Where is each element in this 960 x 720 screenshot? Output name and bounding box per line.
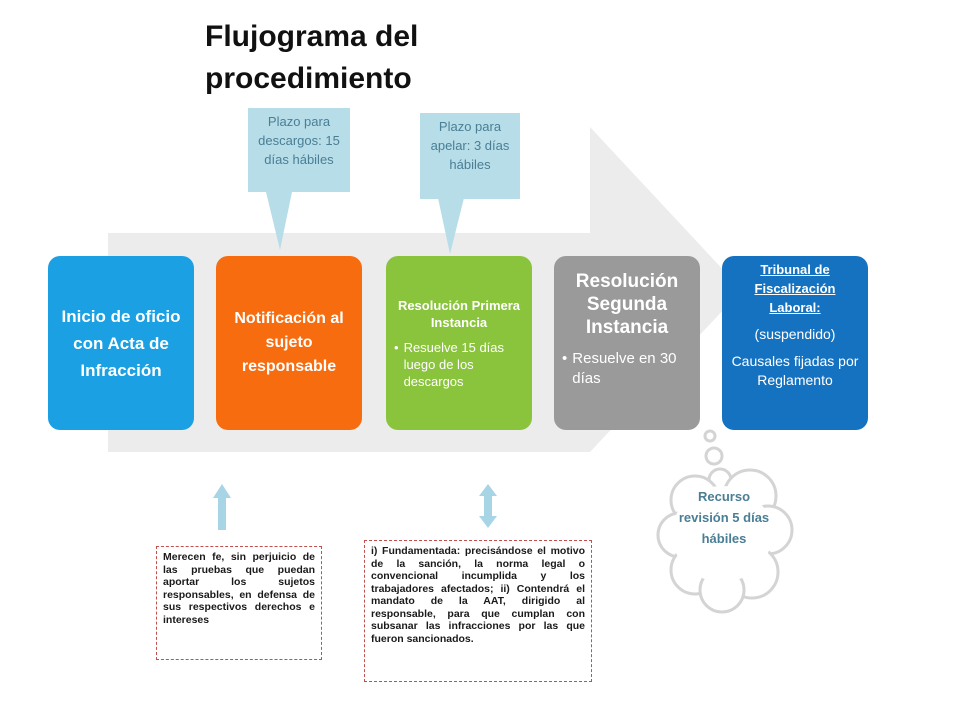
step-resolucion-primera: Resolución Primera Instancia • Resuelve … (386, 256, 532, 430)
note-fundamentada: i) Fundamentada: precisándose el motivo … (364, 540, 592, 682)
step-inicio-oficio: Inicio de oficio con Acta de Infracción (48, 256, 194, 430)
step-primera-bullet: • Resuelve 15 días luego de los descargo… (394, 339, 524, 390)
step-resolucion-segunda: Resolución Segunda Instancia • Resuelve … (554, 256, 700, 430)
step-tribunal: Tribunal de Fiscalización Laboral: (susp… (722, 256, 868, 430)
step-segunda-title: Resolución Segunda Instancia (575, 271, 679, 338)
step-inicio-label: Inicio de oficio con Acta de Infracción (61, 306, 181, 380)
step-tribunal-causales: Causales fijadas por Reglamento (731, 353, 859, 388)
step-notificacion-label: Notificación al sujeto responsable (234, 310, 344, 375)
step-tribunal-title: Tribunal de Fiscalización Laboral: (754, 262, 836, 315)
step-segunda-bullet-text: Resuelve en 30 días (572, 350, 677, 387)
step-primera-title: Resolución Primera Instancia (397, 297, 521, 330)
up-arrow-icon (213, 484, 231, 530)
thought-cloud-icon (656, 429, 794, 614)
bullet-dot-icon: • (562, 350, 568, 367)
callout-plazo-descargos: Plazo para descargos: 15 días hábiles (248, 108, 350, 192)
step-segunda-bullet: • Resuelve en 30 días (562, 349, 692, 389)
cloud-recurso-revision: Recurso revisión 5 días hábiles (678, 489, 770, 546)
callout-plazo-apelar: Plazo para apelar: 3 días hábiles (420, 113, 520, 199)
step-primera-bullet-text: Resuelve 15 días luego de los descargos (403, 339, 505, 389)
double-arrow-icon (479, 484, 497, 528)
bullet-dot-icon: • (394, 339, 399, 355)
note-merecen-fe: Merecen fe, sin perjuicio de las pruebas… (156, 546, 322, 660)
step-notificacion: Notificación al sujeto responsable (216, 256, 362, 430)
page-title: Flujograma del procedimiento (205, 20, 419, 95)
step-tribunal-status: (suspendido) (754, 326, 836, 342)
